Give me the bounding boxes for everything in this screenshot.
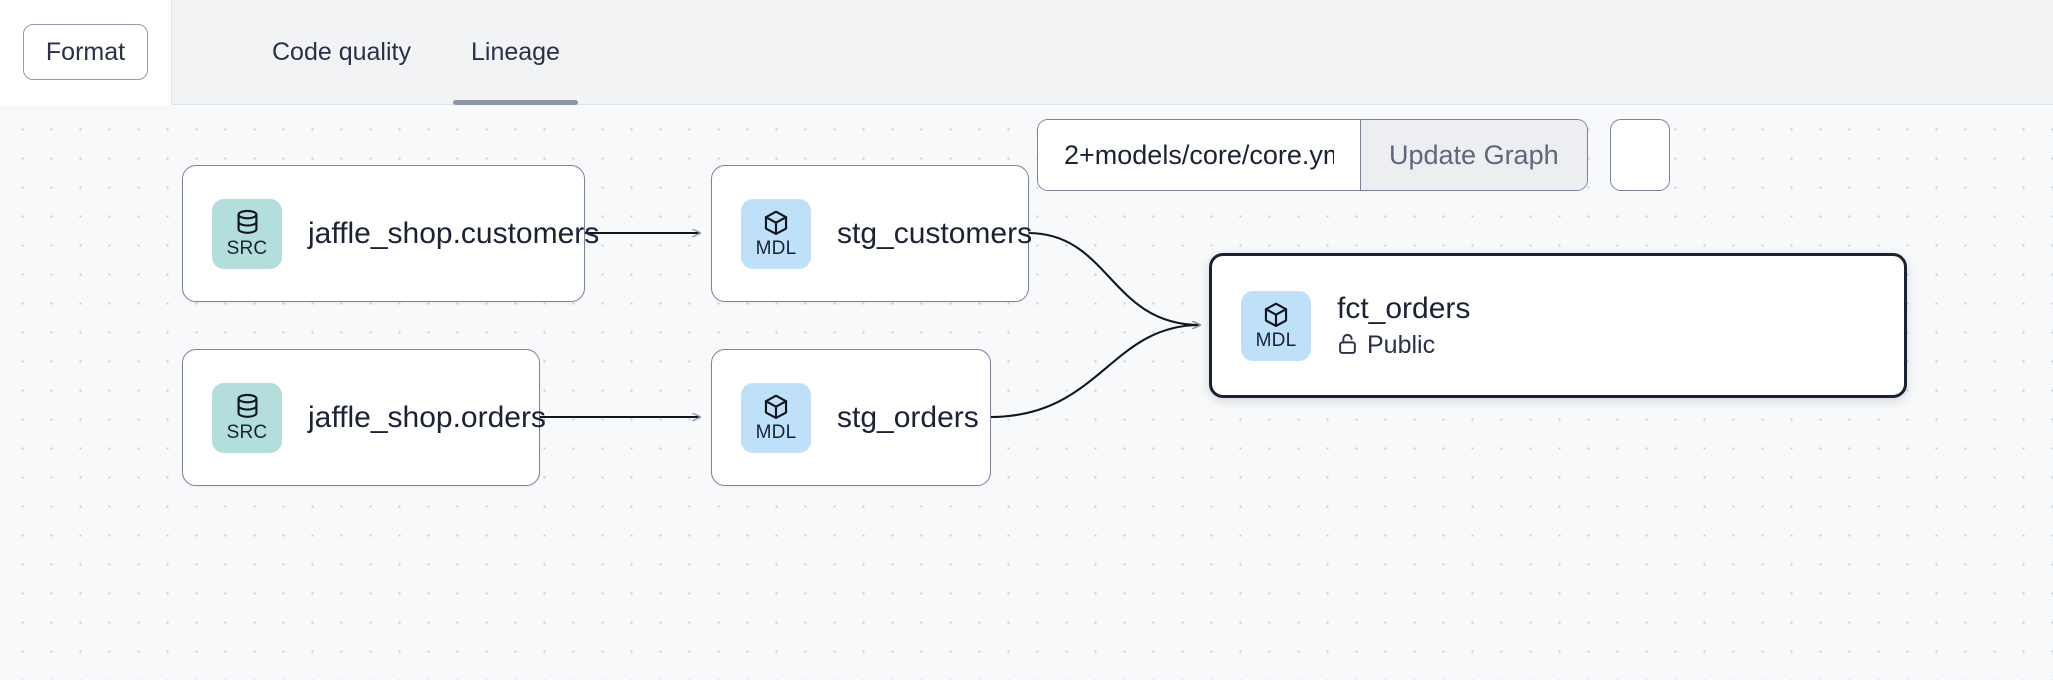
- node-title: stg_customers: [837, 216, 1033, 250]
- node-body: fct_orders Public: [1337, 291, 1470, 360]
- lineage-node-jaffle-shop-customers[interactable]: SRC jaffle_shop.customers: [182, 165, 599, 302]
- format-button-zone: Format: [0, 0, 172, 105]
- lineage-node-stg-orders[interactable]: MDL stg_orders: [711, 349, 991, 486]
- mdl-badge: MDL: [1241, 290, 1311, 361]
- database-icon: [234, 209, 261, 238]
- node-body: jaffle_shop.orders: [308, 400, 546, 435]
- edge-stg-customers-to-fct-orders: [1027, 231, 1200, 325]
- edge-stg-orders-to-fct-orders: [989, 325, 1200, 419]
- tab-bar: Code quality Lineage: [172, 0, 590, 105]
- node-body: stg_customers: [837, 216, 1032, 251]
- editor-toolbar: Format Code quality Lineage: [0, 0, 2053, 105]
- cube-icon: [1262, 301, 1290, 330]
- format-button[interactable]: Format: [22, 23, 149, 81]
- lineage-node-jaffle-shop-orders[interactable]: SRC jaffle_shop.orders: [182, 349, 546, 486]
- tab-code-quality-label: Code quality: [272, 37, 411, 66]
- tab-active-underline: [452, 99, 578, 105]
- tab-lineage-label: Lineage: [470, 37, 560, 66]
- lineage-node-stg-customers[interactable]: MDL stg_customers: [711, 165, 1032, 302]
- database-icon: [234, 393, 261, 422]
- node-body: jaffle_shop.customers: [308, 216, 599, 251]
- lineage-canvas[interactable]: SRC jaffle_shop.customers MDL stg_custom…: [0, 105, 2053, 680]
- node-title: jaffle_shop.orders: [308, 400, 546, 434]
- lineage-node-fct-orders[interactable]: MDL fct_orders Public: [1209, 253, 1907, 398]
- src-badge-label: SRC: [226, 238, 268, 259]
- graph-selector-input[interactable]: [1038, 120, 1360, 190]
- graph-selector-group: Update Graph: [1037, 119, 1588, 191]
- mdl-badge: MDL: [741, 382, 811, 453]
- node-title: jaffle_shop.customers: [308, 216, 600, 250]
- node-title: stg_orders: [837, 400, 979, 434]
- node-access-label: Public: [1367, 331, 1436, 360]
- graph-control-overflow[interactable]: [1609, 119, 1670, 191]
- tab-underline: [254, 100, 429, 105]
- tab-lineage[interactable]: Lineage: [441, 0, 590, 105]
- node-body: stg_orders: [837, 400, 979, 435]
- src-badge: SRC: [212, 382, 282, 453]
- mdl-badge-label: MDL: [755, 238, 797, 259]
- src-badge: SRC: [212, 198, 282, 269]
- src-badge-label: SRC: [226, 422, 268, 443]
- graph-controls: Update Graph: [1037, 119, 1670, 191]
- node-access-badge: Public: [1337, 331, 1470, 360]
- update-graph-button[interactable]: Update Graph: [1360, 120, 1587, 190]
- mdl-badge-label: MDL: [1255, 330, 1297, 351]
- cube-icon: [762, 393, 790, 422]
- node-title: fct_orders: [1337, 291, 1471, 325]
- cube-icon: [762, 209, 790, 238]
- lock-open-icon: [1337, 332, 1358, 360]
- mdl-badge-label: MDL: [755, 422, 797, 443]
- mdl-badge: MDL: [741, 198, 811, 269]
- tab-code-quality[interactable]: Code quality: [242, 0, 441, 105]
